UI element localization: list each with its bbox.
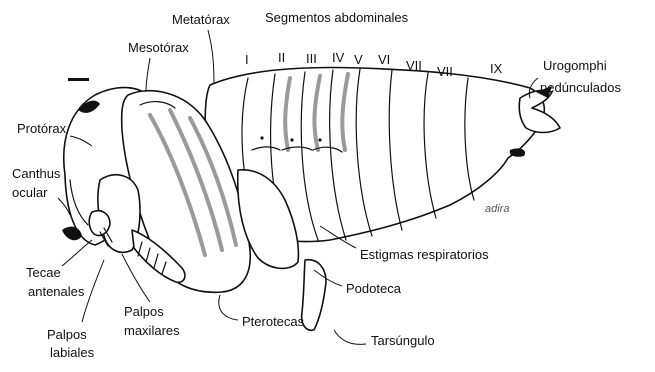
- segment-label: IV: [332, 50, 345, 65]
- scale-bar: [68, 78, 89, 81]
- segment-label: IX: [490, 61, 503, 76]
- label-ocular: ocular: [12, 185, 48, 200]
- label-segmentos: Segmentos abdominales: [265, 10, 409, 25]
- label-pterotecas: Pterotecas: [242, 314, 305, 329]
- label-mesotorax: Mesotórax: [128, 40, 189, 55]
- segment-label: I: [245, 52, 249, 67]
- label-urogomphi: Urogomphi: [543, 58, 607, 73]
- label-canthus: Canthus: [12, 166, 61, 181]
- label-palpos-labiales: Palpos: [47, 327, 87, 342]
- label-podoteca: Podoteca: [346, 281, 402, 296]
- segment-label: III: [306, 51, 317, 66]
- label-labiales: labiales: [50, 345, 95, 360]
- label-antenales: antenales: [28, 284, 85, 299]
- label-metatorax: Metatórax: [172, 12, 230, 27]
- artist-signature: adira: [485, 203, 509, 215]
- label-maxilares: maxilares: [124, 323, 180, 338]
- segment-label: II: [278, 50, 285, 65]
- label-estigmas: Estigmas respiratorios: [360, 247, 489, 262]
- label-pedunculados: pedúnculados: [540, 80, 621, 95]
- segment-label: VII: [406, 58, 422, 73]
- segment-label: VII: [437, 64, 453, 79]
- label-tarsungulo: Tarsúngulo: [371, 333, 435, 348]
- label-tecae: Tecae: [26, 265, 61, 280]
- label-palpos-maxilares: Palpos: [124, 304, 164, 319]
- segment-label: VI: [378, 52, 390, 67]
- segment-label: V: [354, 52, 363, 67]
- label-protorax: Protórax: [17, 121, 67, 136]
